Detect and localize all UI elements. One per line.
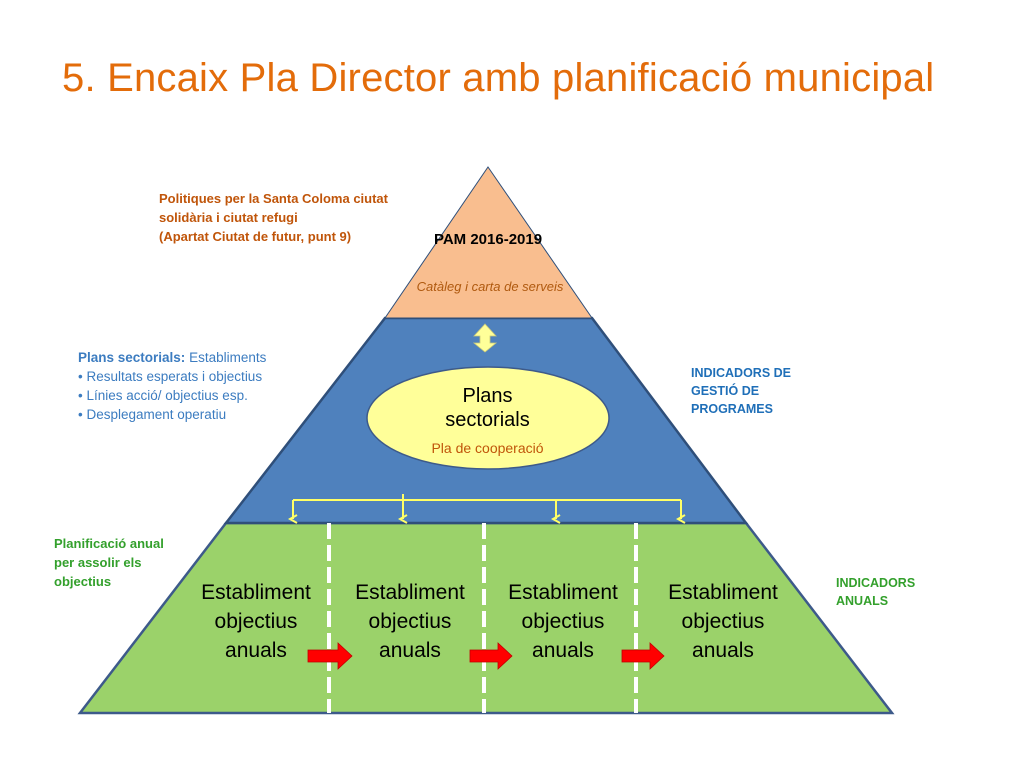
right-arrow-icon (307, 642, 353, 670)
list-item: Desplegament operatiu (78, 405, 266, 424)
establiment-block-1: Establiment objectius anuals (201, 581, 311, 662)
planificacio-note: Planificació anual per assolir els objec… (54, 536, 164, 589)
establiment-block-4: Establiment objectius anuals (668, 581, 778, 662)
right-arrow-icon (621, 642, 665, 670)
establiment-block-2: Establiment objectius anuals (355, 581, 465, 662)
connector-bracket (293, 494, 681, 519)
plans-sectorials-title: Plans sectorials (445, 385, 530, 431)
list-item: Línies acció/ objectius esp. (78, 386, 266, 405)
pla-cooperacio-label: Pla de cooperació (431, 440, 544, 456)
plans-sectorials-ellipse (366, 366, 610, 470)
plans-sectorials-lead: Plans sectorials: (78, 350, 186, 365)
politiques-note: Politiques per la Santa Coloma ciutat so… (159, 191, 388, 244)
plans-sectorials-note: Plans sectorials: Establiments Resultats… (78, 348, 266, 424)
indicadors-gestio-note: INDICADORS DE GESTIÓ DE PROGRAMES (691, 366, 792, 416)
cataleg-label: Catàleg i carta de serveis (416, 279, 564, 294)
list-item: Resultats esperats i objectius (78, 367, 266, 386)
indicadors-anuals-note: INDICADORS ANUALS (836, 576, 916, 608)
establiment-block-3: Establiment objectius anuals (508, 581, 618, 662)
up-down-arrow-icon (472, 323, 498, 353)
page-title: 5. Encaix Pla Director amb planificació … (62, 56, 935, 100)
right-arrow-icon (469, 642, 513, 670)
pam-label: PAM 2016-2019 (433, 231, 543, 248)
pyramid-top-tier (384, 166, 593, 319)
